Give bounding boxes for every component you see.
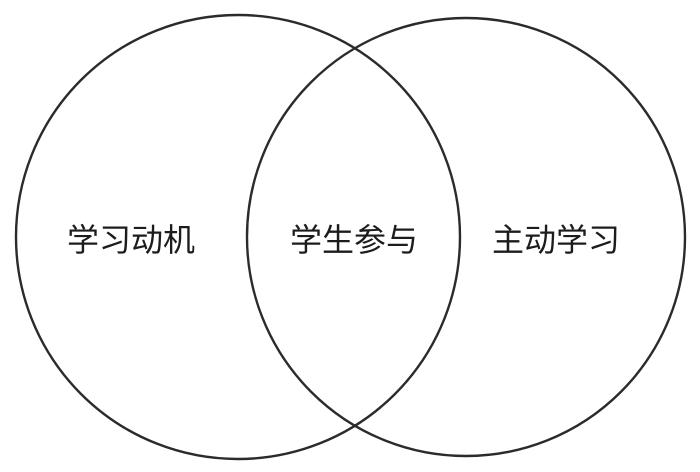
label-active-learning: 主动学习 bbox=[492, 221, 620, 259]
label-student-engagement: 学生参与 bbox=[290, 221, 418, 259]
label-learning-motivation: 学习动机 bbox=[67, 221, 195, 259]
circle-active-learning bbox=[245, 16, 687, 458]
circle-learning-motivation bbox=[14, 13, 462, 461]
